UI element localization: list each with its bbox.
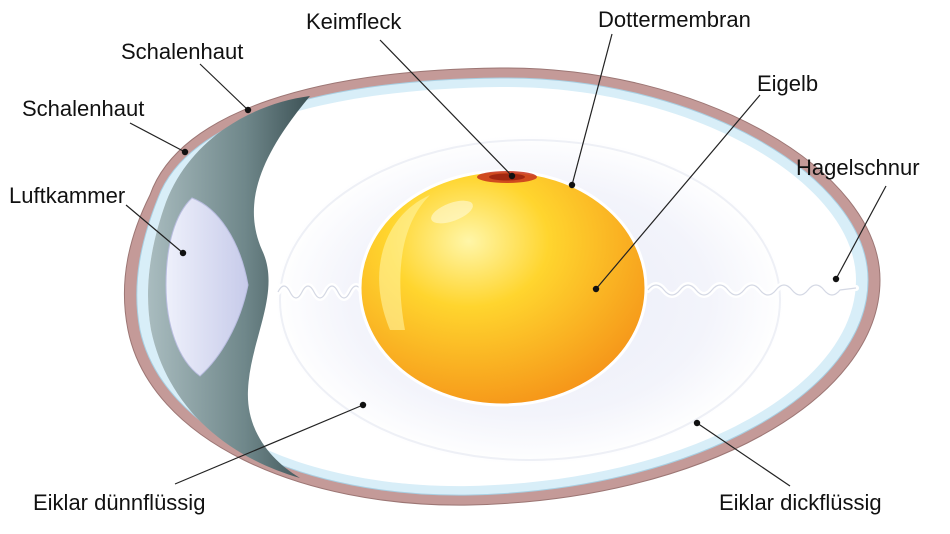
- label-schalenhaut-outer: Schalenhaut: [121, 39, 244, 64]
- yolk-highlight: [379, 195, 430, 330]
- label-schalenhaut-inner: Schalenhaut: [22, 96, 145, 121]
- label-eiklar-duennfluessig: Eiklar dünnflüssig: [33, 490, 206, 515]
- label-hagelschnur: Hagelschnur: [796, 155, 920, 180]
- air-cell: [165, 197, 249, 377]
- leader-lines: [125, 33, 887, 487]
- yolk: [358, 169, 648, 407]
- label-luftkammer: Luftkammer: [9, 183, 126, 208]
- label-dottermembran: Dottermembran: [598, 7, 751, 32]
- label-eigelb: Eigelb: [757, 71, 819, 96]
- label-eiklar-dickfluessig: Eiklar dickflüssig: [719, 490, 882, 515]
- label-keimfleck: Keimfleck: [306, 9, 402, 34]
